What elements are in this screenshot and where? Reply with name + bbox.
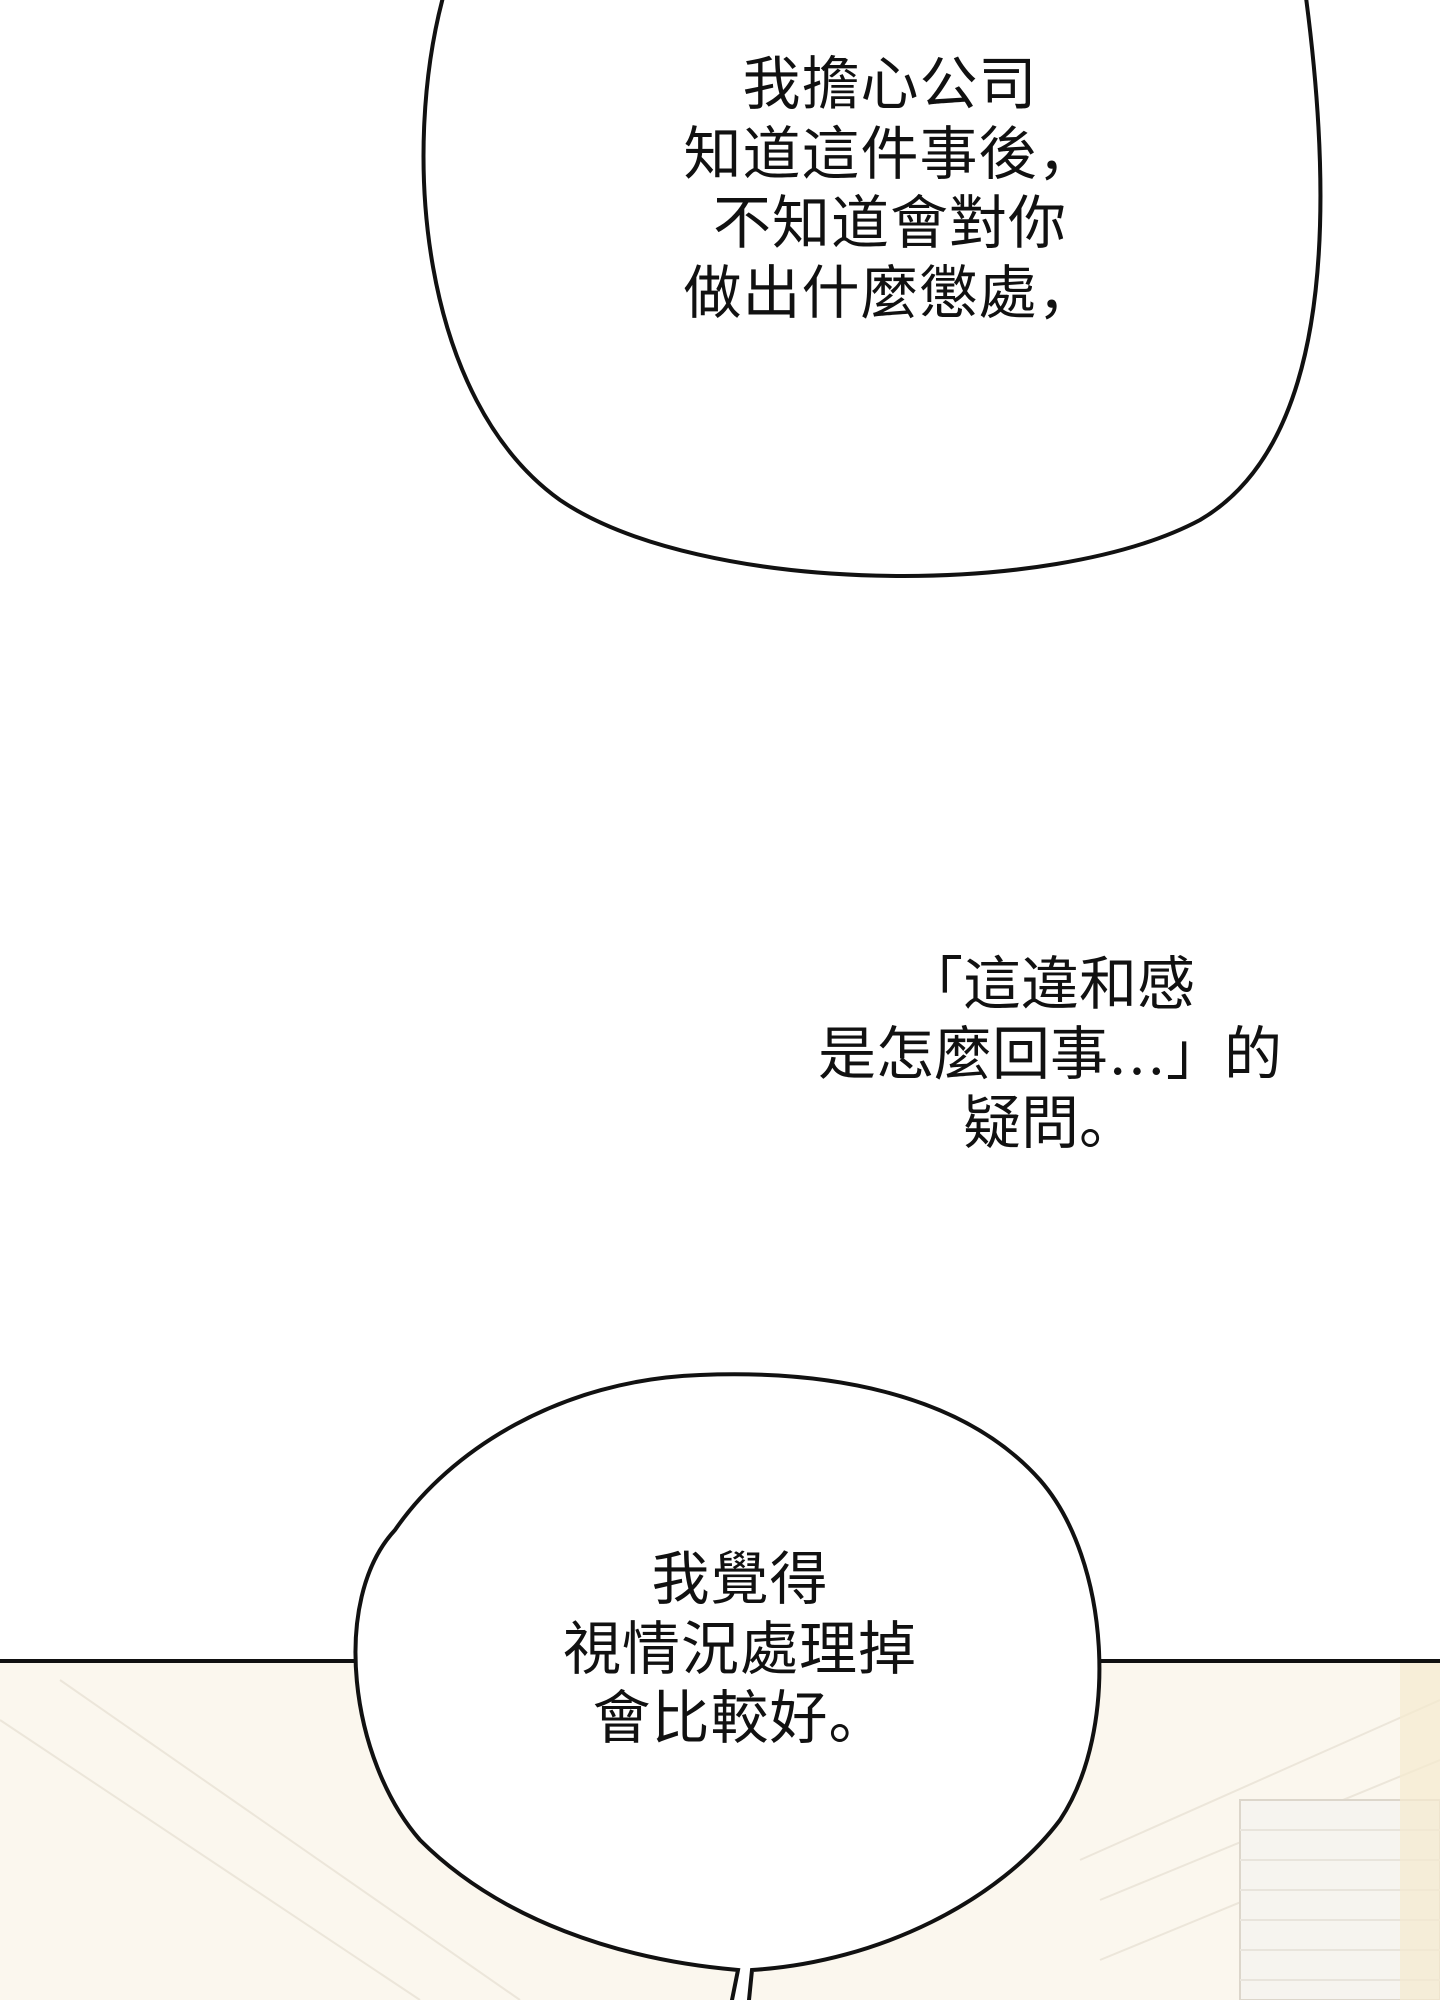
speech-bubble-top: [421, 0, 1323, 578]
bubble-line: 我擔心公司: [742, 50, 1038, 118]
bubble-line: 我覺得: [651, 1545, 829, 1613]
bubble-line: 視情況處理掉: [562, 1614, 917, 1683]
speech-bubble-bottom: [353, 1372, 1102, 2000]
caption-line: 「這違和感: [904, 950, 1195, 1018]
speech-bubble-bottom-text: 我覺得 視情況處理掉 會比較好。: [500, 1545, 980, 1754]
bubble-line: 知道這件事後，: [683, 119, 1097, 188]
bubble-line: 會比較好。: [592, 1684, 888, 1753]
bubble-line: 做出什麼懲處，: [683, 258, 1097, 327]
bubble-line: 不知道會對你: [712, 189, 1067, 258]
narration-caption: 「這違和感 是怎麼回事…」的 疑問。: [760, 950, 1340, 1159]
speech-bubble-top-text: 我擔心公司 知道這件事後， 不知道會對你 做出什麼懲處，: [630, 50, 1150, 328]
caption-line: 疑問。: [962, 1089, 1137, 1158]
caption-line: 是怎麼回事…」的: [817, 1019, 1282, 1088]
